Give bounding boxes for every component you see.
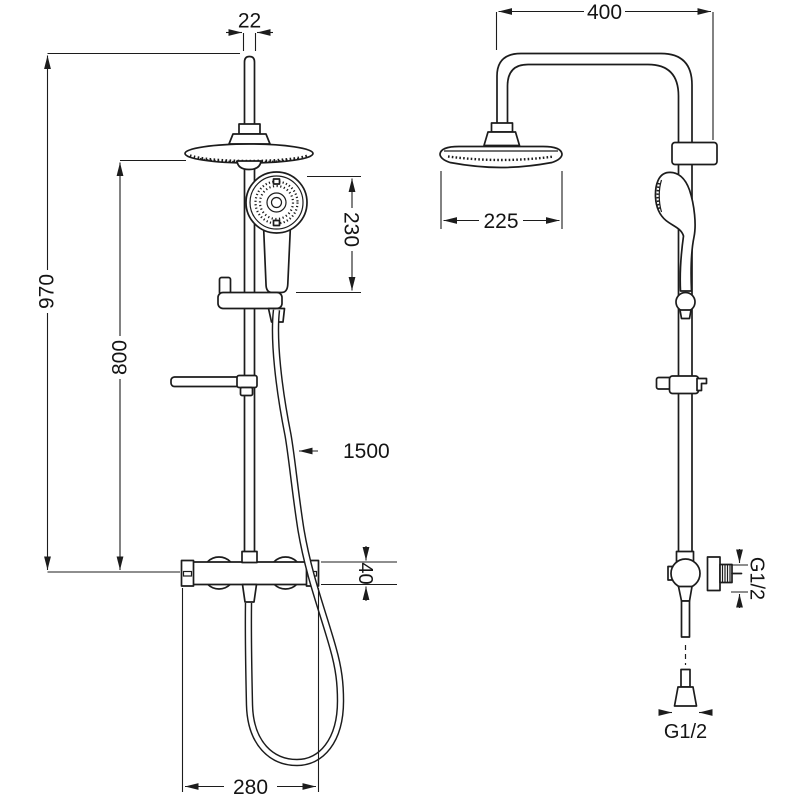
dim-label-mixer-connection-width: 280 xyxy=(233,776,268,799)
side-rain-head xyxy=(439,122,563,169)
dim-hose-thread: G1/2 xyxy=(658,709,713,743)
wall-escutcheon xyxy=(706,556,721,592)
dim-label-hand-shower-length: 230 xyxy=(340,212,363,247)
dim-label-head-diameter: 225 xyxy=(483,210,518,233)
dim-label-arm-reach: 400 xyxy=(587,1,622,24)
side-view: 400 225 G1/2 G1/2 xyxy=(439,1,768,743)
dim-rail-height: 800 xyxy=(109,159,186,570)
dim-arm-reach: 400 xyxy=(495,1,714,140)
side-wall-bracket xyxy=(671,141,718,166)
front-shelf xyxy=(170,374,258,397)
hose-connector xyxy=(680,668,691,688)
dim-mixer-connection-width: 280 xyxy=(181,588,320,799)
hand-shower-handle xyxy=(262,224,292,294)
dim-label-total-height: 970 xyxy=(36,274,59,309)
side-hand-shower xyxy=(654,171,696,320)
front-shower-hose xyxy=(244,309,345,767)
dim-total-height: 970 xyxy=(36,52,240,573)
dim-label-hose-thread: G1/2 xyxy=(664,721,707,743)
dim-wall-thread: G1/2 xyxy=(731,549,768,608)
dim-head-diameter: 225 xyxy=(440,171,563,233)
dim-mixer-body-height: 40 xyxy=(321,546,397,601)
dim-pipe-diameter: 22 xyxy=(226,10,273,51)
front-slider-bracket xyxy=(217,276,286,323)
front-view: 22 970 800 230 1500 xyxy=(36,10,397,799)
dim-label-rail-height: 800 xyxy=(109,340,132,375)
side-slider-bracket xyxy=(655,375,708,395)
front-hand-shower xyxy=(245,171,308,294)
side-arm-and-riser xyxy=(496,52,693,554)
dim-label-hose-length: 1500 xyxy=(343,440,390,463)
side-mixer-and-wall-connection xyxy=(667,550,743,707)
dim-label-mixer-body-height: 40 xyxy=(354,562,376,584)
dim-label-pipe-diameter: 22 xyxy=(238,10,261,33)
dim-hose-length: 1500 xyxy=(299,440,390,463)
front-thermostatic-mixer xyxy=(180,550,320,603)
dim-label-wall-thread: G1/2 xyxy=(746,557,768,600)
front-rain-head xyxy=(184,123,314,171)
dim-hand-shower-length: 230 xyxy=(296,175,363,294)
